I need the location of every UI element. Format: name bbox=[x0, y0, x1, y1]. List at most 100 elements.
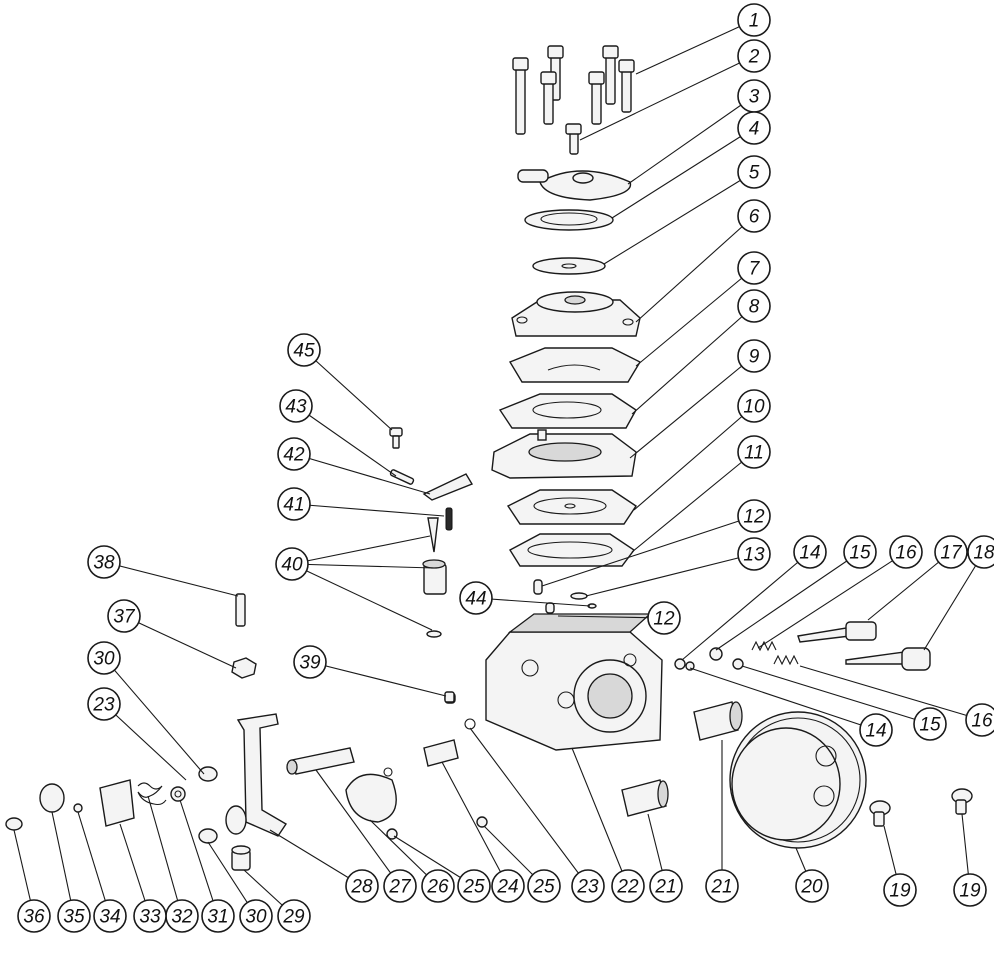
callout-disc: 5 bbox=[737, 155, 771, 189]
callout-number: 6 bbox=[749, 207, 760, 228]
leader-c44 bbox=[475, 597, 591, 607]
callout-circle bbox=[201, 899, 235, 933]
callout-number: 24 bbox=[496, 877, 518, 898]
callout-circle bbox=[287, 333, 321, 367]
callout-number: 1 bbox=[749, 11, 760, 32]
leader-c1 bbox=[635, 19, 755, 75]
callout-o-ring-lower: 14 bbox=[859, 713, 893, 747]
callout-number: 21 bbox=[654, 877, 676, 898]
callout-circle bbox=[457, 869, 491, 903]
callout-washer: 31 bbox=[201, 899, 235, 933]
pump-cover-part bbox=[511, 291, 641, 337]
callout-ring-gasket: 4 bbox=[737, 111, 771, 145]
callout-number: 14 bbox=[799, 543, 820, 564]
leader-c10 bbox=[633, 405, 755, 511]
callout-number: 7 bbox=[749, 259, 761, 280]
callout-circle bbox=[647, 601, 681, 635]
callout-circle bbox=[737, 155, 771, 189]
leader-c43 bbox=[295, 405, 397, 477]
leader-c18 bbox=[923, 551, 985, 651]
callout-number: 21 bbox=[710, 877, 732, 898]
callout-gasket-c: 11 bbox=[737, 435, 771, 469]
callout-circle bbox=[843, 535, 877, 569]
callout-circle bbox=[133, 899, 167, 933]
callout-needle-adjuster-a: 17 bbox=[934, 535, 968, 569]
leader-c15a bbox=[715, 551, 861, 651]
callout-circle bbox=[383, 869, 417, 903]
callout-small-washer: 34 bbox=[93, 899, 127, 933]
callout-number: 23 bbox=[576, 877, 599, 898]
callout-pump-cover: 6 bbox=[737, 199, 771, 233]
callout-number: 35 bbox=[63, 907, 85, 928]
gasket-a-part bbox=[508, 347, 641, 383]
callout-screw-a: 25 bbox=[527, 869, 561, 903]
leader-c40-2 bbox=[291, 563, 433, 631]
velocity-stack-part bbox=[729, 711, 867, 849]
leader-c24 bbox=[441, 761, 509, 887]
leader-c3 bbox=[627, 95, 755, 185]
callout-number: 26 bbox=[426, 877, 449, 898]
callout-number: 12 bbox=[653, 609, 675, 630]
callout-washer-upper: 15 bbox=[843, 535, 877, 569]
callout-gasket-a: 7 bbox=[737, 251, 771, 285]
callout-circle bbox=[737, 289, 771, 323]
callout-circle bbox=[611, 869, 645, 903]
callout-number: 3 bbox=[749, 87, 760, 108]
callout-inlet-needle-set: 40 bbox=[275, 547, 309, 581]
diaphragm-part bbox=[506, 489, 637, 525]
leader-c8 bbox=[631, 305, 755, 415]
leader-c32 bbox=[147, 795, 183, 917]
callout-circle bbox=[737, 339, 771, 373]
callout-cable-stop: 29 bbox=[277, 899, 311, 933]
callout-number: 32 bbox=[171, 907, 193, 928]
throttle-lever-part bbox=[225, 713, 287, 837]
callout-circle bbox=[279, 389, 313, 423]
lever-hardware-part bbox=[5, 766, 218, 844]
callout-nut: 37 bbox=[107, 599, 141, 633]
callout-screws-long: 1 bbox=[737, 3, 771, 37]
callout-sleeve: 24 bbox=[491, 869, 525, 903]
callout-number: 40 bbox=[281, 555, 303, 576]
screw-short-part bbox=[565, 123, 582, 155]
callout-clip-a: 23 bbox=[87, 687, 121, 721]
callout-number: 34 bbox=[99, 907, 120, 928]
callout-number: 41 bbox=[283, 495, 304, 516]
callout-circle bbox=[57, 899, 91, 933]
leader-c45 bbox=[303, 349, 393, 431]
callout-circle bbox=[239, 899, 273, 933]
callout-number: 19 bbox=[889, 881, 911, 902]
leader-c13 bbox=[585, 553, 755, 597]
callout-metering-lever: 42 bbox=[277, 437, 311, 471]
callout-bushing-a: 21 bbox=[649, 869, 683, 903]
callout-circle bbox=[795, 869, 829, 903]
callout-spring-bracket: 33 bbox=[133, 899, 167, 933]
callout-circle bbox=[737, 499, 771, 533]
leader-c22 bbox=[571, 747, 629, 887]
callout-washer-lower: 15 bbox=[913, 707, 947, 741]
callout-circle bbox=[649, 869, 683, 903]
callout-bushing-b: 21 bbox=[705, 869, 739, 903]
callout-carburetor-body: 22 bbox=[611, 869, 645, 903]
callout-pin-upper: 12 bbox=[737, 499, 771, 533]
callout-stud: 38 bbox=[87, 545, 121, 579]
callout-throttle-shaft: 27 bbox=[383, 869, 417, 903]
callout-circle bbox=[107, 599, 141, 633]
callout-circle bbox=[737, 111, 771, 145]
callout-number: 18 bbox=[973, 543, 994, 564]
callout-number: 25 bbox=[462, 877, 485, 898]
callout-number: 36 bbox=[23, 907, 45, 928]
leader-c37 bbox=[123, 615, 237, 669]
callout-idle-knob: 35 bbox=[57, 899, 91, 933]
leader-c16b bbox=[799, 665, 983, 721]
callout-circle bbox=[277, 487, 311, 521]
metering-parts bbox=[389, 427, 474, 638]
throttle-parts bbox=[286, 692, 488, 840]
leader-c40 bbox=[291, 535, 431, 565]
callout-small-disc: 13 bbox=[737, 537, 771, 571]
nut-stud-part bbox=[231, 593, 257, 679]
callout-circle bbox=[491, 869, 525, 903]
callout-circle bbox=[87, 545, 121, 579]
callout-number: 17 bbox=[940, 543, 963, 564]
callout-number: 43 bbox=[285, 397, 307, 418]
